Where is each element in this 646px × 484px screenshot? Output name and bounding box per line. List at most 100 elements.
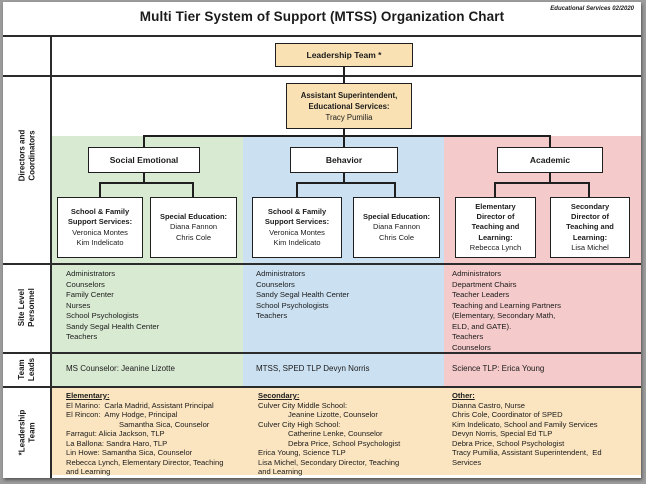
connector <box>296 182 396 184</box>
person-name: Chris Cole <box>378 232 414 242</box>
side-label-line: Coordinators <box>26 129 36 181</box>
box-title-line: Learning: <box>572 232 608 242</box>
person-name: Lisa Michel <box>571 242 609 252</box>
connector <box>143 135 145 147</box>
site-personnel-item: Counselors <box>256 279 295 289</box>
footer-heading: Secondary: <box>258 391 300 400</box>
connector <box>549 173 551 183</box>
side-label-line: Team <box>17 358 26 380</box>
connector <box>549 135 551 147</box>
row-divider <box>3 75 641 77</box>
site-personnel-item: Administrators <box>66 269 116 278</box>
team-lead-academic: Science TLP: Erica Young <box>452 364 545 373</box>
box-title-line: Teaching and <box>566 222 614 232</box>
footer-line: Jeanine Lizotte, Counselor <box>288 410 378 419</box>
site-personnel-item: ELD, and GATE). <box>452 321 512 331</box>
side-label-line: Team <box>26 421 36 443</box>
site-personnel-item: Sandy Segal Health Center <box>256 290 350 299</box>
site-personnel-item: Department Chairs <box>452 279 517 289</box>
connector <box>494 182 496 197</box>
connector <box>494 182 590 184</box>
footer-line: Culver City High School: <box>258 419 341 429</box>
site-personnel-item: Nurses <box>66 300 91 310</box>
person-name: Rebecca Lynch <box>469 242 522 252</box>
connector <box>343 135 345 147</box>
side-label-line: Site Level <box>17 288 26 327</box>
footer-line: Chris Cole, Coordinator of SPED <box>452 410 563 419</box>
person-name: Veronica Montes <box>72 227 128 237</box>
person-name: Chris Cole <box>175 232 211 242</box>
footer-line: Culver City Middle School: <box>258 400 348 410</box>
assistant-name: Tracy Pumilia <box>325 112 373 122</box>
site-personnel-item: Counselors <box>66 279 105 289</box>
org-chart-page: Multi Tier System of Support (MTSS) Orga… <box>3 2 641 478</box>
connector <box>343 173 345 183</box>
footer-line: Lisa Michel, Secondary Director, Teachin… <box>258 457 400 467</box>
site-personnel-item: Teaching and Learning Partners <box>452 300 561 310</box>
footer-line: Farragut: Alicia Jackson, TLP <box>66 429 165 438</box>
person-name: Kim Indelicato <box>76 237 124 247</box>
box-title-line: School & Family <box>267 206 327 216</box>
box-title-line: Special Education: <box>159 212 228 222</box>
site-personnel-item: Administrators <box>452 269 502 278</box>
box-title-line: Support Services: <box>67 217 133 227</box>
box-title-line: Secondary <box>570 201 610 211</box>
assistant-box-line: Educational Services: <box>308 101 390 111</box>
footer-heading: Elementary: <box>66 391 110 400</box>
site-personnel-item: Teachers <box>256 311 288 320</box>
footer-line: Debra Price, School Psychologist <box>288 438 401 448</box>
person-name: Kim Indelicato <box>273 237 321 247</box>
footer-group-elementary: Elementary: El Marino: Carla Madrid, Ass… <box>66 391 223 477</box>
connector <box>343 129 345 136</box>
connector <box>143 135 551 137</box>
site-personnel-item: School Psychologists <box>66 311 139 320</box>
footer-line: Devyn Norris, Special Ed TLP <box>452 429 553 438</box>
footer-line: and Learning <box>258 467 303 476</box>
site-personnel-item: Teachers <box>66 332 98 341</box>
box-title-line: School & Family <box>70 206 130 216</box>
connector <box>343 67 345 83</box>
row-divider <box>3 35 641 37</box>
footer-line: Debra Price, School Psychologist <box>452 438 565 448</box>
box-title-line: Learning: <box>478 232 513 242</box>
box-title-line: Special Education: <box>362 212 431 222</box>
side-label-line: *Leadership <box>16 409 26 455</box>
person-name: Diana Fannon <box>169 222 218 232</box>
footer-line: Dianna Castro, Nurse <box>452 400 526 410</box>
site-personnel-item: Family Center <box>66 290 114 299</box>
connector <box>143 173 145 183</box>
footer-group-secondary: Secondary: Culver City Middle School:Jea… <box>258 391 400 477</box>
team-lead-behavior: MTSS, SPED TLP Devyn Norris <box>256 364 370 373</box>
connector <box>588 182 590 197</box>
footer-line: Kim Indelicato, School and Family Servic… <box>452 419 598 429</box>
connector <box>99 182 193 184</box>
site-personnel-item: Teacher Leaders <box>452 290 510 299</box>
side-label-line: Leads <box>26 357 36 381</box>
footer-line: Samantha Sica, Counselor <box>119 419 210 429</box>
box-title-line: Director of <box>476 212 515 222</box>
site-personnel-item: School Psychologists <box>256 300 329 310</box>
leadership-team-footer-bg <box>52 388 641 475</box>
site-personnel-item: Counselors <box>452 342 491 352</box>
box-title-line: Elementary <box>475 201 516 211</box>
footer-line: and Learning <box>66 467 111 476</box>
site-personnel-item: Sandy Segal Health Center <box>66 321 160 331</box>
corner-note: Educational Services 02/2020 <box>550 6 634 12</box>
site-personnel-item: Administrators <box>256 269 306 278</box>
row-divider <box>3 263 641 265</box>
box-title-line: Support Services: <box>264 217 330 227</box>
header-social-emotional: Social Emotional <box>88 147 200 173</box>
